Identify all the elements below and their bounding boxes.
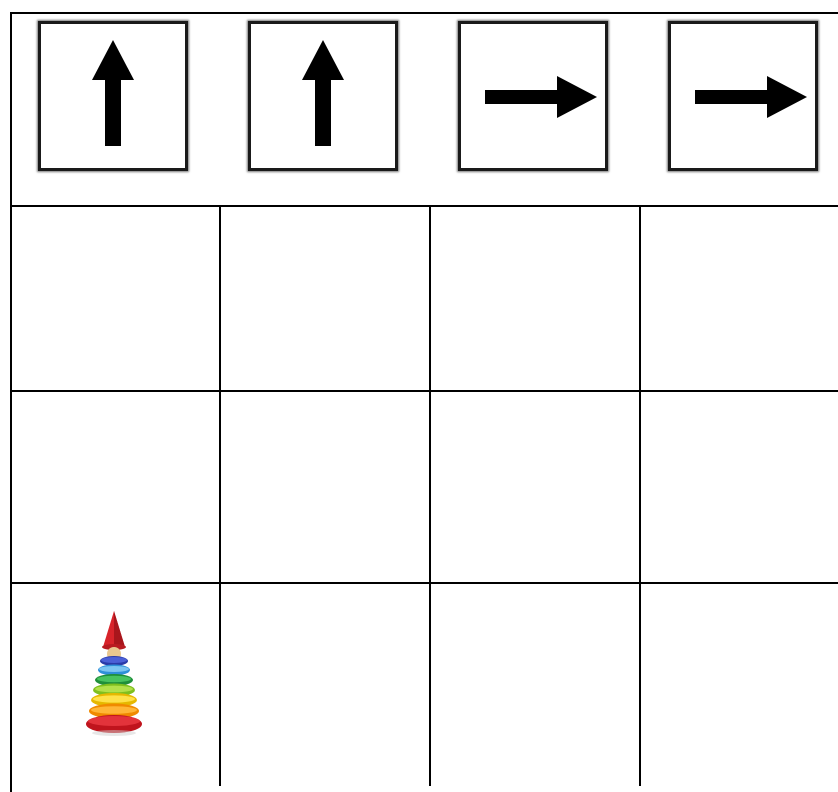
- command-card-right-2[interactable]: [668, 21, 818, 171]
- grid-cell-r1-c3[interactable]: [431, 206, 639, 390]
- arrow-right-icon: [671, 24, 815, 168]
- grid-cell-r3-c2[interactable]: [221, 584, 429, 774]
- arrow-right-icon: [461, 24, 605, 168]
- grid-cell-r3-c3[interactable]: [431, 584, 639, 774]
- grid-cell-r2-c4[interactable]: [641, 392, 838, 582]
- arrow-up-icon: [251, 24, 395, 168]
- pyramid-toy-icon: [71, 607, 157, 747]
- command-card-right-1[interactable]: [458, 21, 608, 171]
- arrow-up-icon: [41, 24, 185, 168]
- grid-cell-r2-c1[interactable]: [10, 392, 219, 582]
- grid-cell-r3-c4[interactable]: [641, 584, 838, 774]
- grid-cell-r1-c4[interactable]: [641, 206, 838, 390]
- grid-cell-r1-c2[interactable]: [221, 206, 429, 390]
- command-card-up-1[interactable]: [38, 21, 188, 171]
- command-card-up-2[interactable]: [248, 21, 398, 171]
- grid-cell-r2-c2[interactable]: [221, 392, 429, 582]
- grid-cell-r1-c1[interactable]: [10, 206, 219, 390]
- grid-cell-r2-c3[interactable]: [431, 392, 639, 582]
